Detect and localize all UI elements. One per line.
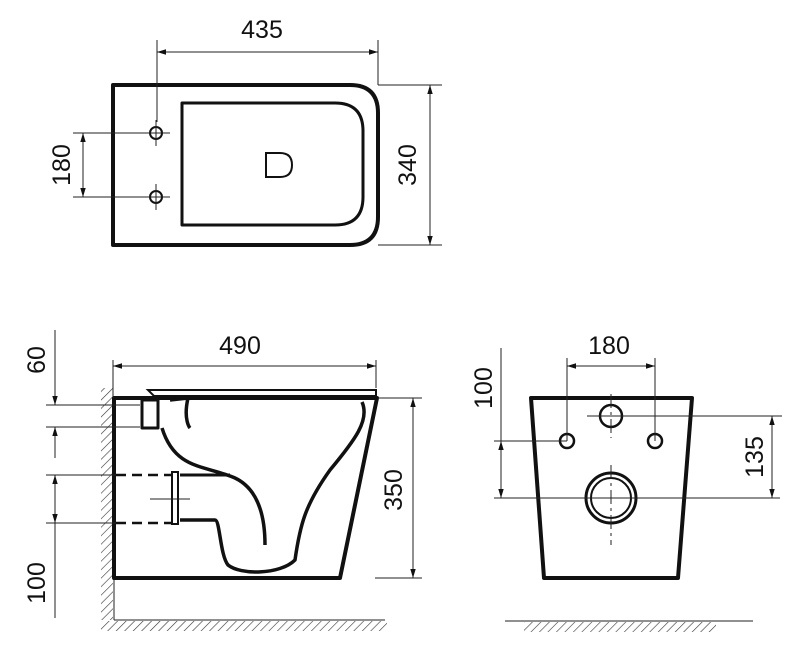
front-body <box>529 396 694 580</box>
dim-depth-label: 340 <box>394 144 422 186</box>
top-outline <box>111 83 380 247</box>
seat-outline <box>180 101 365 227</box>
floor-hatch <box>101 621 387 631</box>
dim-outlet-height-label: 100 <box>23 562 51 604</box>
top-view: 435 180 340 <box>48 16 442 247</box>
wall-hatch <box>101 388 113 620</box>
dim-inlet-offset-label: 60 <box>23 346 51 374</box>
dim-length-label: 490 <box>219 332 261 360</box>
bowl-inner <box>160 396 366 574</box>
side-body <box>112 396 379 580</box>
dim-inlet-outlet-label: 135 <box>741 436 769 478</box>
dim-front-bolt-spacing-label: 180 <box>588 332 630 360</box>
outlet-flange <box>171 471 179 525</box>
floor-hatch <box>524 622 716 632</box>
side-view: 490 350 60 100 <box>23 330 422 631</box>
flush-logo <box>265 152 294 178</box>
seat-lid <box>145 389 377 397</box>
front-view: 180 100 135 <box>470 332 782 632</box>
dim-front-bolt-height-label: 100 <box>470 367 498 409</box>
hinge <box>140 398 160 430</box>
dim-width-label: 435 <box>241 16 283 44</box>
dim-bolt-spacing-label: 180 <box>48 144 76 186</box>
dim-height-label: 350 <box>380 469 408 511</box>
